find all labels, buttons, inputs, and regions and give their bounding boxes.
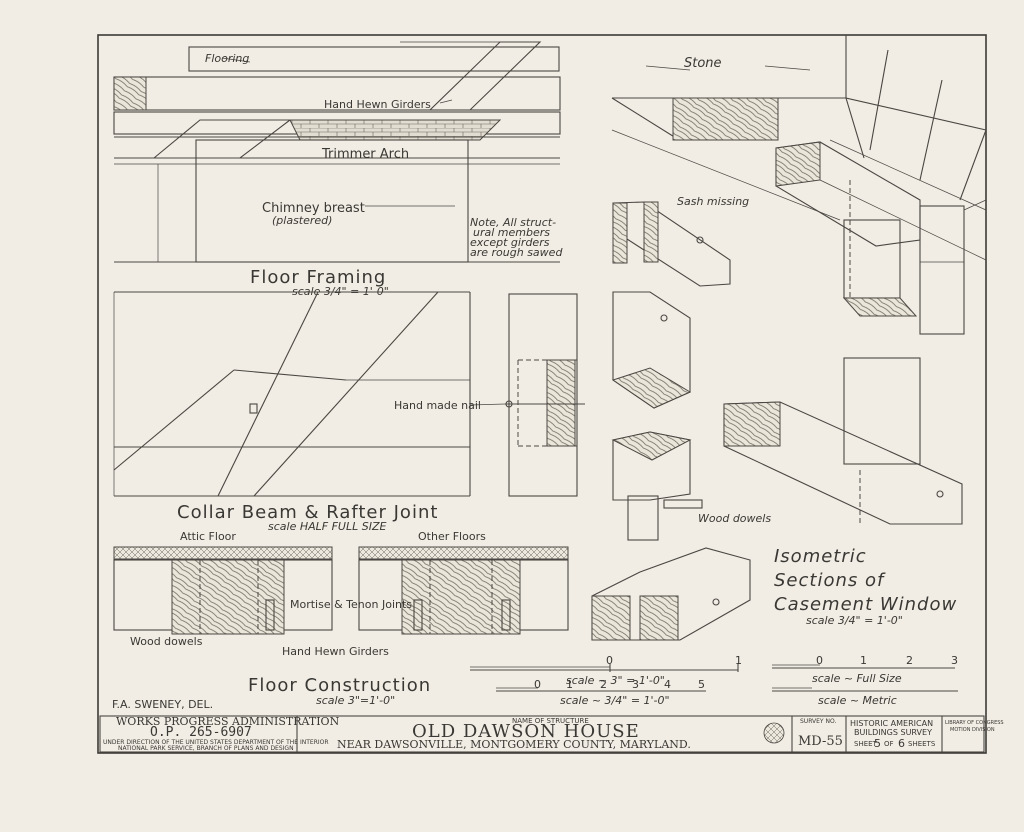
agency-line-2: O.P. 265-6907 — [150, 725, 252, 740]
stone-label: Stone — [684, 56, 722, 71]
scale-3in-label: scale ~ 3" = 1'-0" — [566, 674, 665, 687]
scale-bar-3in — [470, 664, 739, 672]
scale-full-tick-2: 2 — [906, 654, 913, 667]
trimmer-arch-label: Trimmer Arch — [321, 147, 409, 162]
scale-34-tick-5: 5 — [698, 678, 705, 691]
loc-line-2: MOTION DIVISION — [950, 727, 995, 733]
habs-line-1: HISTORIC AMERICAN — [850, 719, 933, 728]
floor-construction-title: Floor Construction — [248, 675, 431, 696]
sheet-word: SHEET — [854, 740, 878, 748]
wood-dowels-iso-label: Wood dowels — [698, 512, 771, 525]
scale-full-label: scale ~ Full Size — [812, 672, 902, 685]
floor-framing-title: Floor Framing — [250, 267, 386, 288]
agency-line-1: WORKS PROGRESS ADMINISTRATION — [116, 715, 340, 728]
hand-made-nail-label: Hand made nail — [394, 399, 481, 412]
note-line-3: except girders — [470, 236, 550, 249]
hand-hewn-girders-label: Hand Hewn Girders — [282, 645, 389, 658]
scale-3in-tick-1: 1 — [735, 654, 742, 667]
wood-dowels-label: Wood dowels — [130, 635, 203, 648]
collar-beam-drawing — [113, 291, 585, 497]
sheet-border — [97, 34, 987, 754]
mortise-label: Mortise & Tenon Joints — [290, 598, 412, 611]
scale-34-tick-4: 4 — [664, 678, 671, 691]
scale-full-tick-0: 0 — [816, 654, 823, 667]
note-line-4: are rough sawed — [470, 246, 563, 259]
survey-number: MD-55 — [798, 734, 843, 749]
floor-construction-drawing — [113, 546, 569, 635]
of-word: OF — [884, 740, 894, 748]
scale-3in-tick-0: 0 — [606, 654, 613, 667]
sheet-total: 6 — [898, 737, 905, 750]
delineator-credit: F.A. SWENEY, DEL. — [112, 698, 213, 711]
scale-metric-label: scale ~ Metric — [818, 694, 897, 707]
collar-beam-scale: scale HALF FULL SIZE — [268, 520, 386, 533]
sheet-number: 5 — [874, 737, 881, 750]
flooring-label: Flooring — [205, 52, 249, 65]
sash-missing-label: Sash missing — [677, 195, 749, 208]
girders-label: Hand Hewn Girders — [324, 98, 431, 111]
isometric-scale: scale 3/4" = 1'-0" — [806, 614, 903, 627]
isometric-title-3: Casement Window — [774, 594, 957, 615]
scale-bar-full — [772, 664, 955, 669]
scale-34-tick-1: 1 — [566, 678, 573, 691]
title-block — [99, 715, 985, 753]
agency-line-3: UNDER DIRECTION OF THE UNITED STATES DEP… — [103, 739, 329, 746]
seal-icon — [763, 722, 785, 744]
attic-floor-label: Attic Floor — [180, 530, 236, 543]
chimney-label-2: (plastered) — [272, 214, 332, 227]
scale-34-tick-3: 3 — [632, 678, 639, 691]
sheets-word: SHEETS — [908, 740, 936, 748]
isometric-sections-drawing — [591, 35, 987, 641]
structure-caption: NAME OF STRUCTURE — [512, 717, 589, 725]
chimney-label-1: Chimney breast — [262, 201, 365, 216]
scale-bar-34in — [496, 687, 706, 692]
collar-beam-title: Collar Beam & Rafter Joint — [177, 502, 438, 523]
scale-34-tick-0: 0 — [534, 678, 541, 691]
isometric-title-1: Isometric — [774, 546, 867, 567]
note-line-1: Note, All struct- — [470, 216, 556, 229]
structure-location: NEAR DAWSONVILLE, MONTGOMERY COUNTY, MAR… — [337, 738, 691, 751]
scale-full-tick-3: 3 — [951, 654, 958, 667]
other-floors-label: Other Floors — [418, 530, 486, 543]
habs-line-2: BUILDINGS SURVEY — [854, 728, 932, 737]
floor-construction-scale: scale 3"=1'-0" — [316, 694, 395, 707]
survey-caption: SURVEY NO. — [800, 718, 836, 725]
scale-full-tick-1: 1 — [860, 654, 867, 667]
loc-line-1: LIBRARY OF CONGRESS — [945, 720, 1004, 726]
isometric-title-2: Sections of — [774, 570, 886, 591]
structure-name: OLD DAWSON HOUSE — [412, 721, 640, 742]
agency-line-4: NATIONAL PARK SERVICE, BRANCH OF PLANS A… — [118, 745, 294, 752]
scale-bar-metric — [772, 687, 958, 692]
scale-34-label: scale ~ 3/4" = 1'-0" — [560, 694, 670, 707]
floor-framing-drawing — [113, 41, 561, 263]
scale-34-tick-2: 2 — [600, 678, 607, 691]
note-line-2: ural members — [473, 226, 550, 239]
